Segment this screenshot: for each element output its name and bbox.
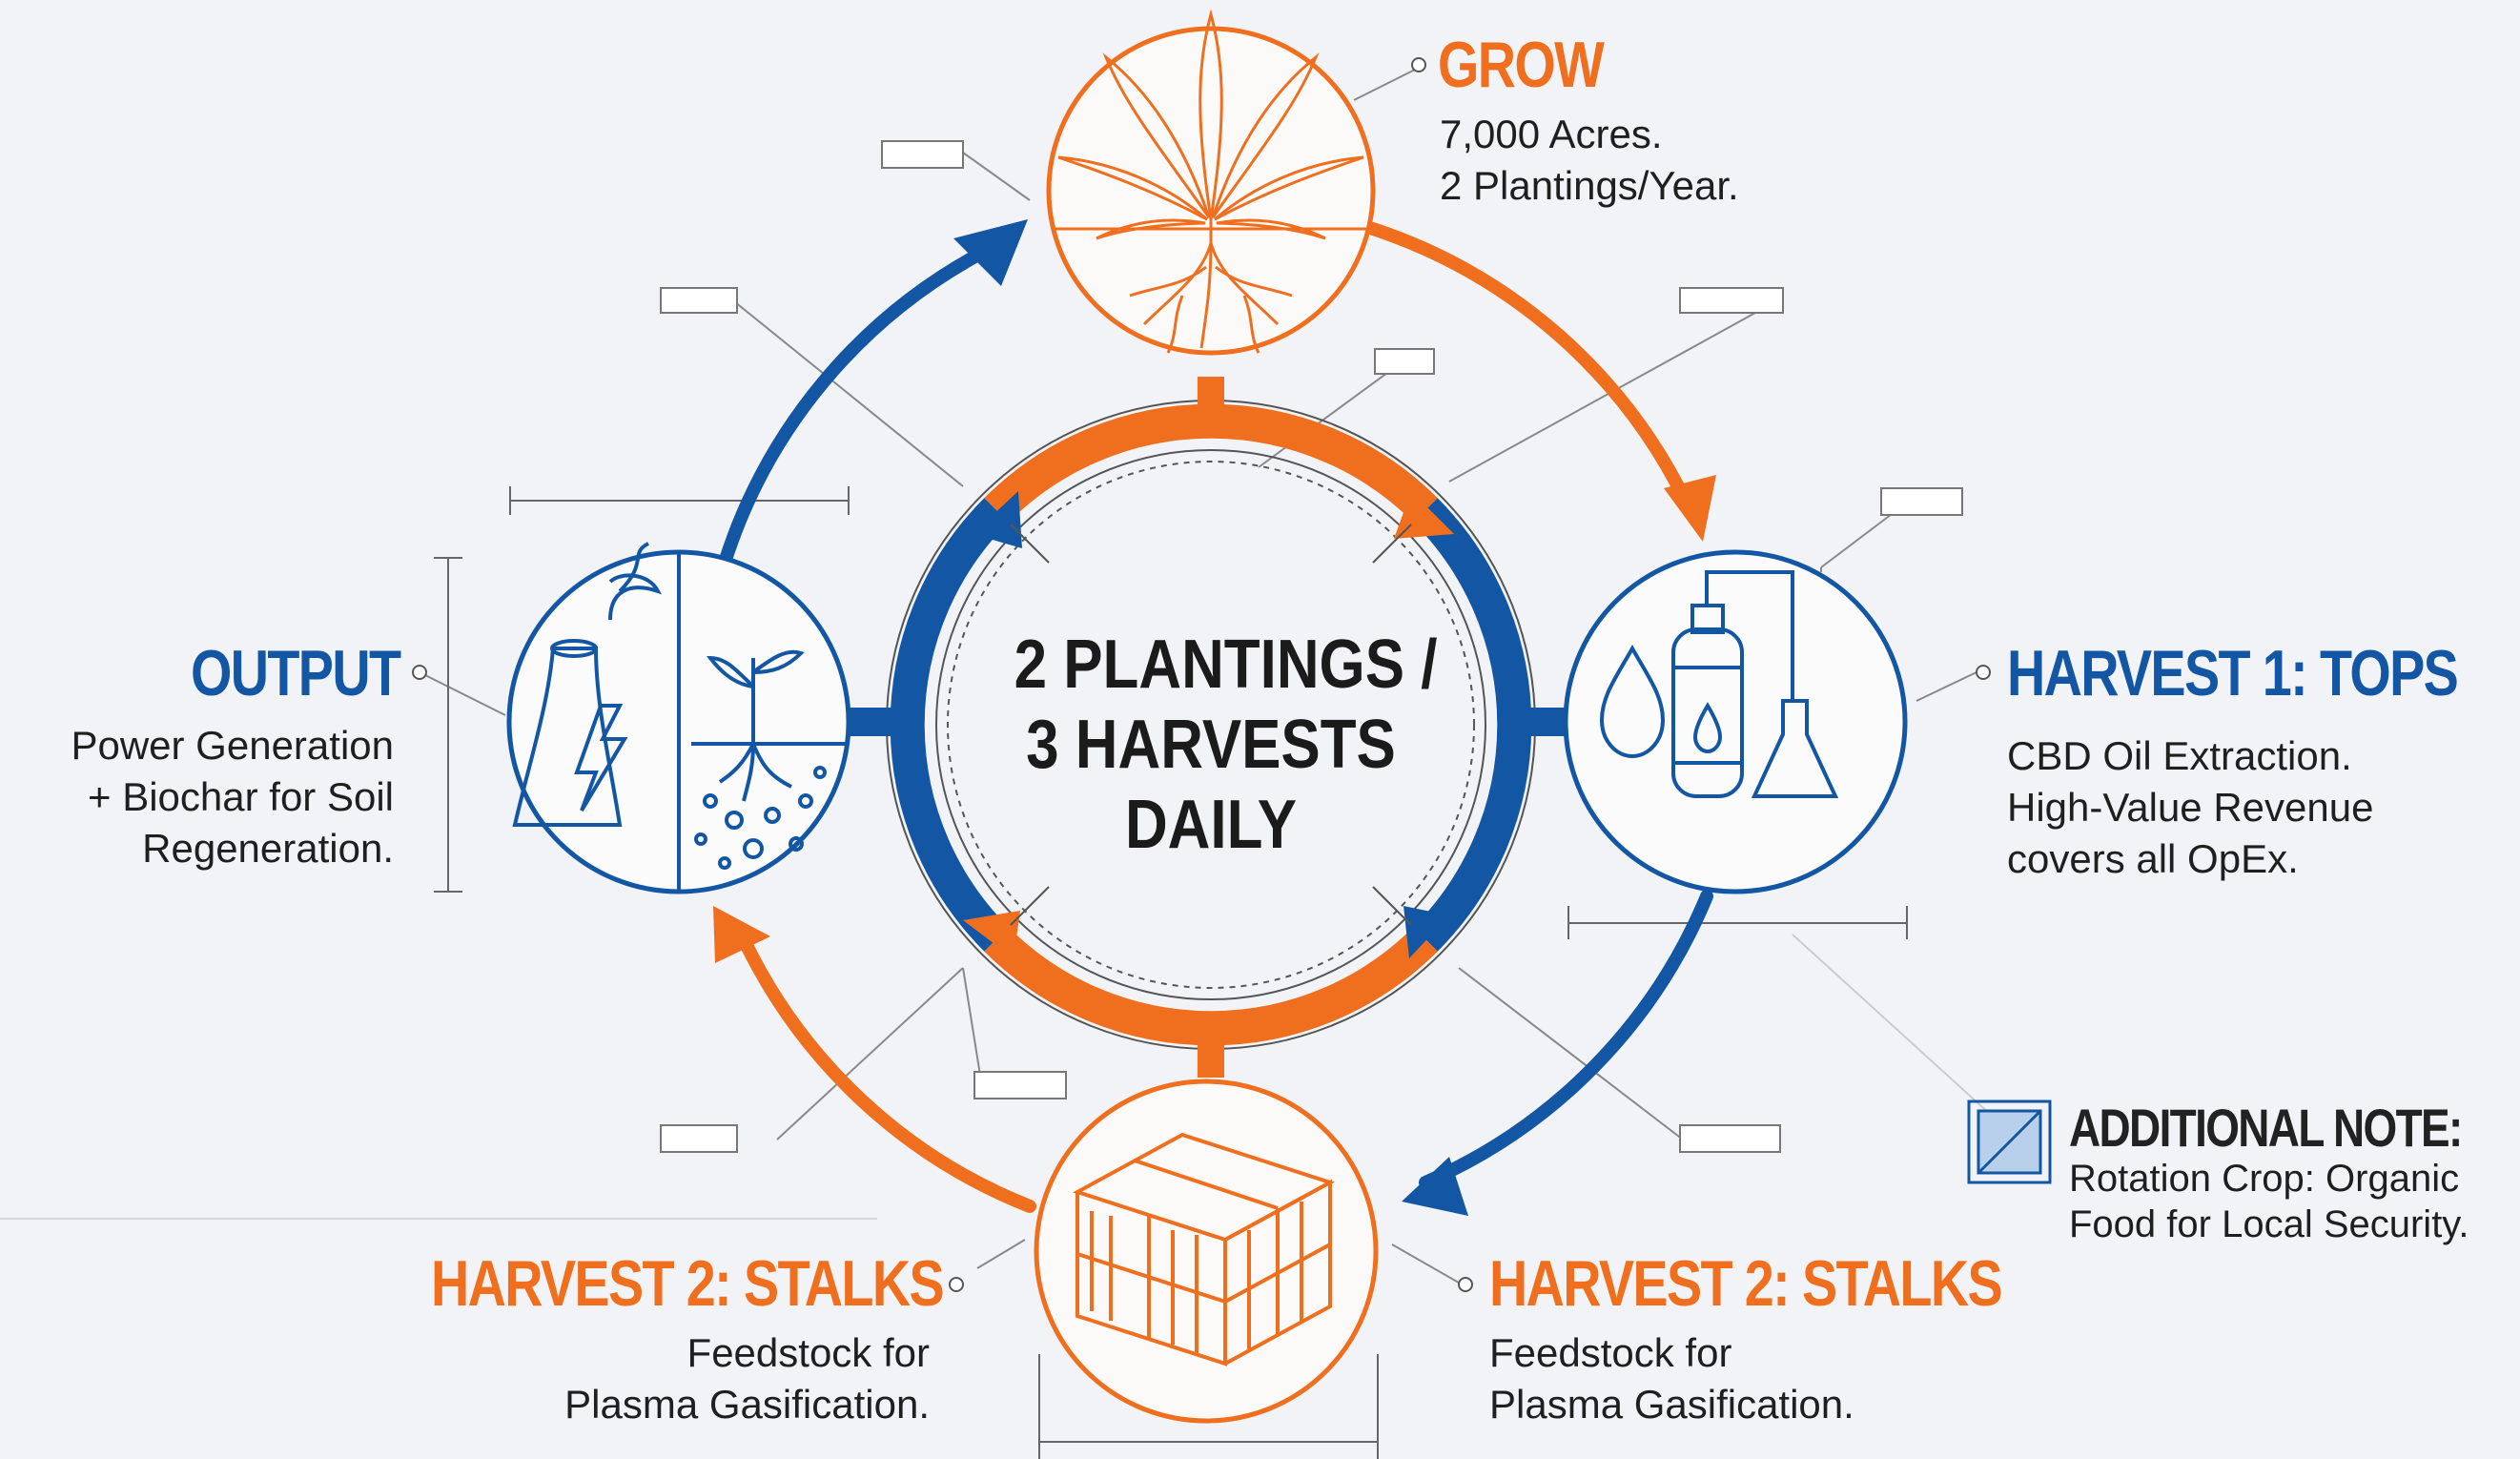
power-biochar-icon xyxy=(506,542,851,894)
note-title: ADDITIONAL NOTE: xyxy=(2069,1098,2463,1158)
harvest2-right-line-1: Feedstock for xyxy=(1489,1330,1732,1375)
output-description: Power Generation + Biochar for Soil Rege… xyxy=(71,720,394,874)
grow-line-2: 2 Plantings/Year. xyxy=(1440,163,1739,208)
harvest2-left-line-1: Feedstock for xyxy=(686,1330,930,1375)
center-line-3: DAILY xyxy=(1124,787,1298,863)
center-title: 2 PLANTINGS / 3 HARVESTS DAILY xyxy=(1014,625,1438,865)
harvest2-left-line-2: Plasma Gasification. xyxy=(564,1382,930,1427)
harvest1-line-3: covers all OpEx. xyxy=(2007,836,2299,881)
center-line-1: 2 PLANTINGS / xyxy=(1014,627,1438,703)
harvest1-line-2: High-Value Revenue xyxy=(2007,785,2374,830)
grow-line-1: 7,000 Acres. xyxy=(1440,112,1663,156)
hemp-leaf-roots-icon xyxy=(1046,9,1376,356)
harvest2-left-title: HARVEST 2: STALKS xyxy=(431,1247,945,1320)
grow-title: GROW xyxy=(1438,29,1605,101)
inner-arrowheads xyxy=(963,491,1454,958)
output-line-1: Power Generation xyxy=(71,723,394,768)
outer-loop-arrows xyxy=(718,222,1713,1213)
grow-description: 7,000 Acres. 2 Plantings/Year. xyxy=(1440,109,1739,212)
harvest2-left-description: Feedstock for Plasma Gasification. xyxy=(564,1327,930,1430)
label-placeholder-boxes xyxy=(660,140,1963,1153)
harvest1-title: HARVEST 1: TOPS xyxy=(2007,637,2459,709)
note-square-icon xyxy=(1967,1099,2052,1184)
stalk-bales-icon xyxy=(1034,1079,1379,1424)
output-title: OUTPUT xyxy=(191,637,401,709)
pointer-markers xyxy=(412,57,1991,1292)
note-description: Rotation Crop: Organic Food for Local Se… xyxy=(2069,1156,2469,1247)
outer-arrowheads xyxy=(713,219,1716,1216)
harvest2-right-title: HARVEST 2: STALKS xyxy=(1489,1247,2003,1320)
harvest2-right-description: Feedstock for Plasma Gasification. xyxy=(1489,1327,1854,1430)
center-line-2: 3 HARVESTS xyxy=(1026,707,1396,783)
oil-extraction-icon xyxy=(1563,549,1908,894)
note-line-2: Food for Local Security. xyxy=(2069,1203,2469,1245)
note-line-1: Rotation Crop: Organic xyxy=(2069,1158,2460,1200)
inner-ring xyxy=(886,400,1536,1050)
ring-ticks xyxy=(1010,524,1412,926)
output-line-2: + Biochar for Soil xyxy=(88,774,394,819)
output-line-3: Regeneration. xyxy=(142,826,394,871)
dimension-lines xyxy=(434,486,1908,1459)
harvest2-right-line-2: Plasma Gasification. xyxy=(1489,1382,1854,1427)
harvest1-line-1: CBD Oil Extraction. xyxy=(2007,733,2352,778)
harvest1-description: CBD Oil Extraction. High-Value Revenue c… xyxy=(2007,730,2373,885)
